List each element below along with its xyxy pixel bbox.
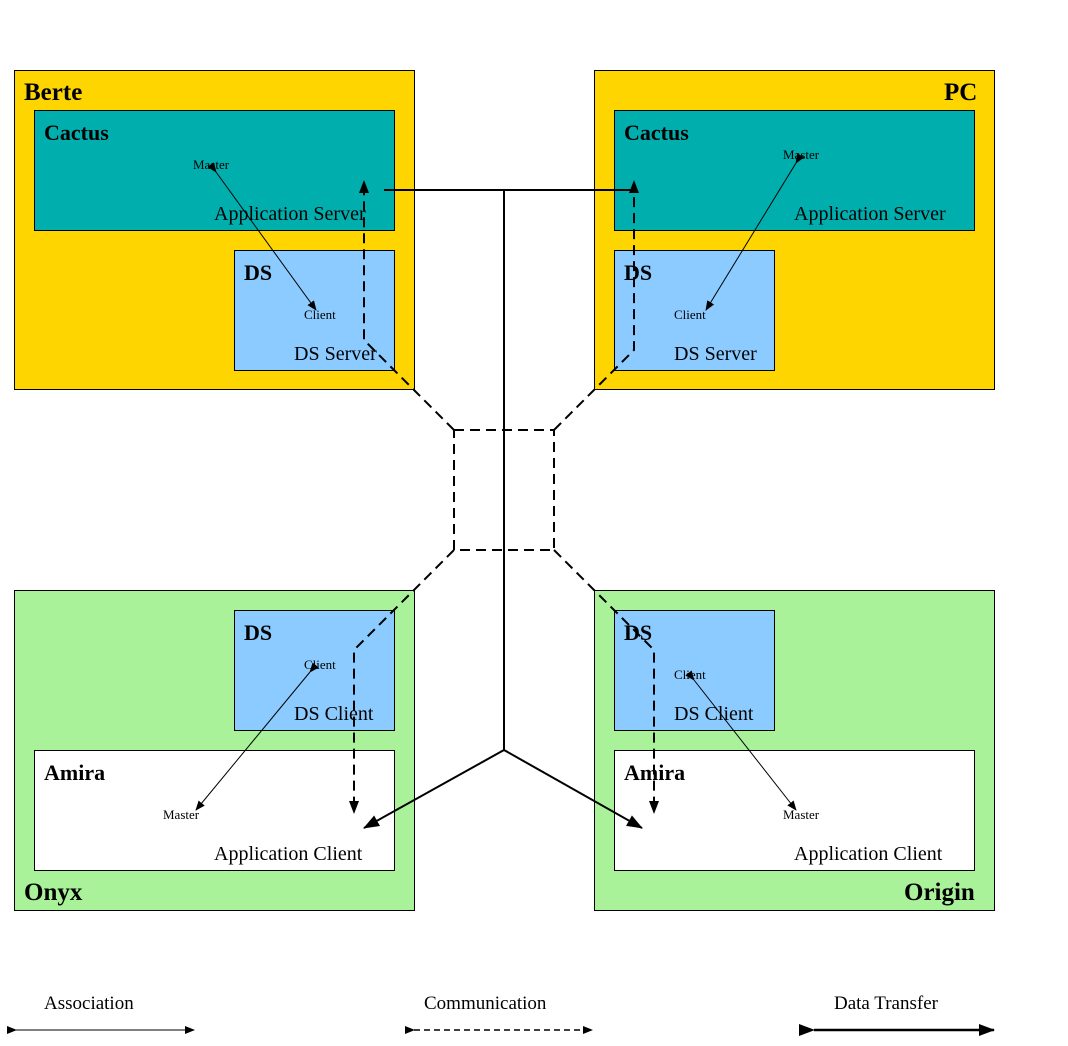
onyx-client-label: Client bbox=[304, 657, 336, 672]
legend-data-transfer-label: Data Transfer bbox=[834, 993, 938, 1014]
onyx-amira-label: Amira bbox=[44, 760, 106, 785]
origin-client-label: Client bbox=[674, 667, 706, 682]
communication-arrowheads bbox=[349, 180, 659, 814]
host-label-onyx: Onyx bbox=[24, 879, 83, 906]
origin-ds-label: DS bbox=[624, 620, 653, 645]
legend-association-label: Association bbox=[44, 993, 134, 1014]
origin-application-client-label: Application Client bbox=[794, 843, 943, 865]
host-label-pc: PC bbox=[944, 79, 978, 106]
berte-master-label: Master bbox=[193, 157, 230, 172]
association-lines bbox=[195, 153, 805, 811]
berte-application-server-label: Application Server bbox=[214, 203, 366, 225]
pc-ds-label: DS bbox=[624, 260, 653, 285]
onyx-ds-client-label: DS Client bbox=[294, 703, 374, 725]
onyx-application-client-label: Application Client bbox=[214, 843, 363, 865]
pc-application-server-label: Application Server bbox=[794, 203, 946, 225]
berte-cactus-label: Cactus bbox=[44, 120, 109, 145]
data-transfer-lines bbox=[363, 189, 643, 829]
origin-ds-client-label: DS Client bbox=[674, 703, 754, 725]
onyx-master-label: Master bbox=[163, 807, 200, 822]
onyx-ds-label: DS bbox=[244, 620, 273, 645]
berte-ds-server-label: DS Server bbox=[294, 343, 377, 365]
host-label-berte: Berte bbox=[24, 79, 83, 106]
pc-master-label: Master bbox=[783, 147, 820, 162]
origin-master-label: Master bbox=[783, 807, 820, 822]
pc-cactus-label: Cactus bbox=[624, 120, 689, 145]
pc-ds-server-label: DS Server bbox=[674, 343, 757, 365]
host-label-origin: Origin bbox=[904, 879, 975, 906]
berte-client-label: Client bbox=[304, 307, 336, 322]
legend-communication-label: Communication bbox=[424, 993, 547, 1014]
pc-client-label: Client bbox=[674, 307, 706, 322]
origin-amira-label: Amira bbox=[624, 760, 686, 785]
berte-ds-label: DS bbox=[244, 260, 273, 285]
communication-lines bbox=[353, 188, 655, 806]
